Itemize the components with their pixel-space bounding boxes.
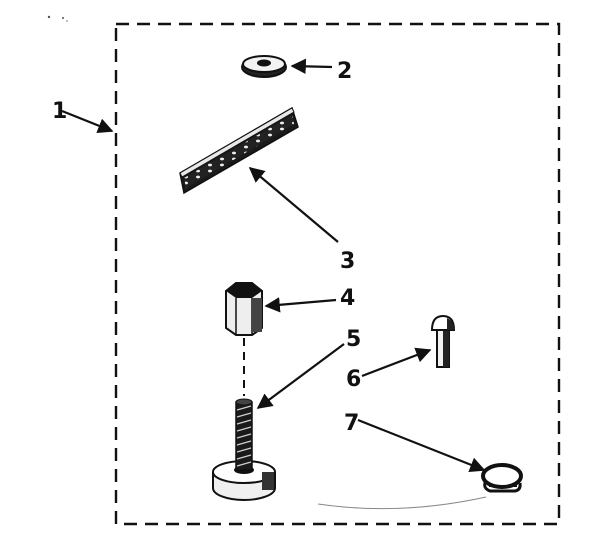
leader-2 [290,58,333,75]
leader-6 [361,347,432,378]
bolt-callout: 6 [346,347,432,392]
nut-callout: 4 [264,286,355,313]
leader-7 [357,418,486,473]
strip-part [179,106,299,195]
clip-part [481,463,523,493]
callout-7: 7 [344,411,359,436]
nut-part [225,282,263,336]
clip-callout: 7 [344,411,486,473]
leader-1 [61,109,114,134]
scan-speck [47,15,68,22]
callout-5: 5 [346,327,361,352]
leader-4 [264,297,337,313]
leader-3 [248,167,339,243]
washer-part [241,55,287,78]
bolt-part [430,314,456,368]
callout-3: 3 [340,249,355,274]
callout-2: 2 [337,59,352,84]
washer-callout: 2 [290,58,352,84]
leader-5 [256,343,345,409]
callout-4: 4 [340,286,355,311]
leveling-leg-callout: 5 [256,327,361,409]
strip-callout: 3 [248,167,355,274]
kit-callout: 1 [52,99,114,134]
callout-1: 1 [52,99,67,124]
scan-artifact-curve [317,496,487,510]
leveling-leg-part [212,398,276,501]
callout-6: 6 [346,367,361,392]
kit-boundary [114,22,561,526]
